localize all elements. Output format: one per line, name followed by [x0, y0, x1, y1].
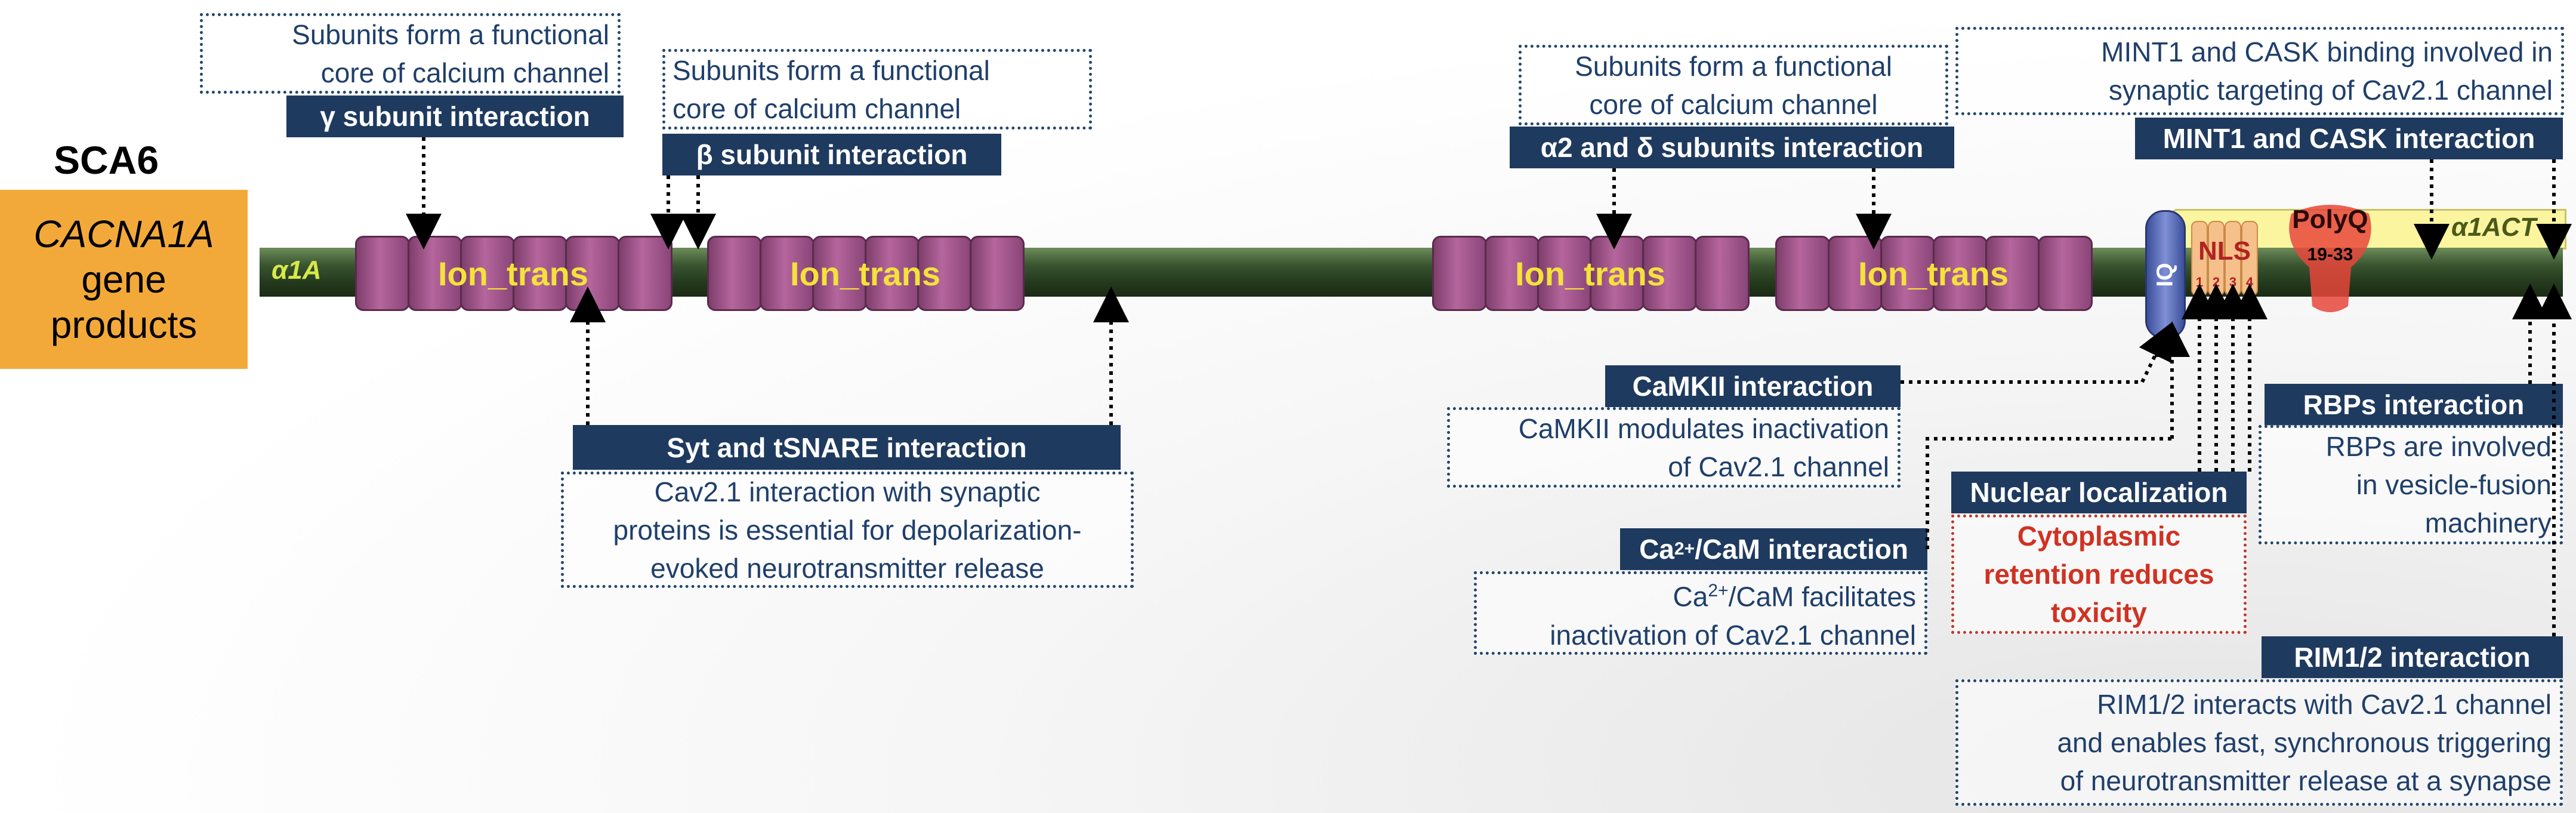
a2d-header: α2 and δ subunits interaction — [1510, 127, 1954, 168]
transmembrane-segment — [760, 236, 815, 311]
gene-name: CACNA1A — [33, 213, 214, 255]
camkii-desc: CaMKII modulates inactivation of Cav2.1 … — [1447, 407, 1901, 488]
mint-header: MINT1 and CASK interaction — [2135, 118, 2563, 159]
ion-trans-domain-2: Ion_trans — [789, 254, 941, 292]
a2d-desc: Subunits form a functional core of calci… — [1519, 45, 1948, 125]
transmembrane-segment — [1775, 236, 1830, 311]
transmembrane-segment — [1695, 236, 1750, 311]
rbps-desc: RBPs are involved in vesicle-fusion mach… — [2259, 425, 2563, 544]
transmembrane-segment — [1432, 236, 1487, 311]
transmembrane-segment — [1642, 236, 1697, 311]
nuclear-desc: Cytoplasmic retention reduces toxicity — [1951, 515, 2247, 634]
transmembrane-segment — [865, 236, 920, 311]
disease-label: SCA6 — [53, 138, 159, 182]
gene-box: CACNA1A gene products — [0, 190, 248, 369]
transmembrane-segment — [707, 236, 762, 311]
transmembrane-segment — [1537, 236, 1592, 311]
transmembrane-segment — [917, 236, 972, 311]
ion-trans-domain-4: Ion_trans — [1858, 254, 2009, 292]
alpha1a-label: α1A — [272, 255, 322, 285]
transmembrane-segment — [970, 236, 1025, 311]
gamma-desc: Subunits form a functional core of calci… — [200, 13, 621, 94]
alpha1act-label: α1ACT — [2451, 213, 2537, 242]
beta-desc: Subunits form a functional core of calci… — [662, 49, 1092, 130]
polyq-label: PolyQ — [2292, 205, 2368, 234]
rbps-header: RBPs interaction — [2265, 384, 2563, 426]
polyq-range: 19-33 — [2307, 245, 2353, 264]
syt-desc: Cav2.1 interaction with synaptic protein… — [561, 472, 1134, 588]
ion-trans-domain-3: Ion_trans — [1514, 254, 1666, 292]
transmembrane-segment — [460, 236, 515, 311]
nls-label: NLS — [2198, 236, 2251, 266]
transmembrane-segment — [1985, 236, 2040, 311]
polyq-marker: PolyQ 19-33 — [2279, 202, 2381, 321]
gene-line1: gene — [81, 258, 166, 301]
gene-line2: products — [50, 303, 198, 346]
gamma-header: γ subunit interaction — [286, 96, 624, 137]
transmembrane-segment — [355, 236, 410, 311]
rim-header: RIM1/2 interaction — [2262, 636, 2563, 678]
transmembrane-segment — [1933, 236, 1988, 311]
nuclear-header: Nuclear localization — [1951, 472, 2247, 513]
mint-desc: MINT1 and CASK binding involved in synap… — [1955, 27, 2564, 115]
iq-motif: IQ — [2145, 210, 2186, 339]
ion-trans-domain-1: Ion_trans — [437, 254, 589, 292]
camkii-header: CaMKII interaction — [1605, 365, 1901, 407]
rim-desc: RIM1/2 interacts with Cav2.1 channel and… — [1955, 679, 2563, 806]
beta-header: β subunit interaction — [662, 134, 1001, 175]
transmembrane-segment — [2038, 236, 2093, 311]
syt-header: Syt and tSNARE interaction — [573, 425, 1121, 470]
transmembrane-segment — [812, 236, 867, 311]
